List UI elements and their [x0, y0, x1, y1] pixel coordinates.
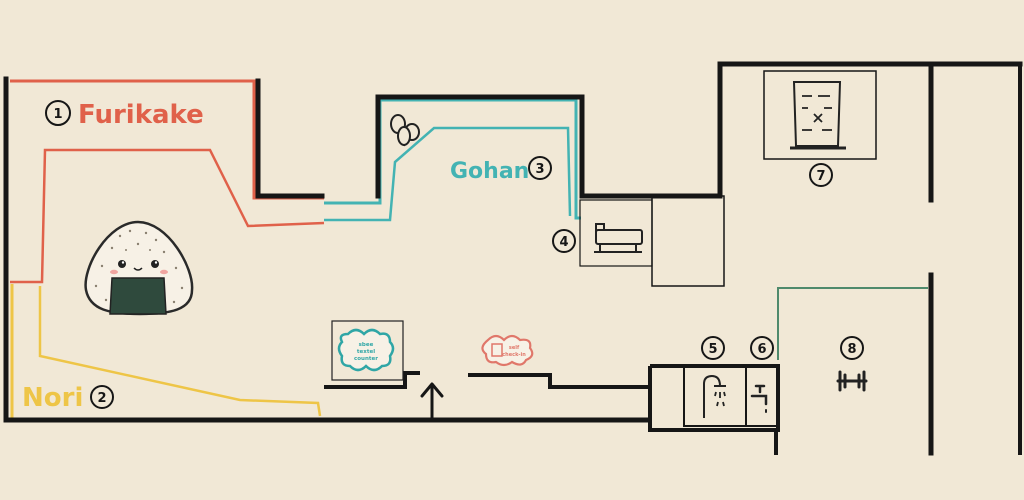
sticker-line: counter	[354, 356, 378, 362]
point-number-badge	[809, 163, 833, 187]
sticker-line: textel	[357, 349, 375, 355]
zone-number: 3	[535, 162, 544, 177]
zone-number-badge	[45, 100, 71, 126]
point-4[interactable]: 4	[552, 229, 576, 253]
point-number-badge	[750, 336, 774, 360]
faucet-icon	[750, 384, 768, 413]
nori-inner-line	[38, 286, 322, 417]
zone-label-nori[interactable]: Nori 2	[22, 383, 114, 413]
point-number-badge	[840, 336, 864, 360]
point-number: 4	[559, 235, 568, 250]
zone-label-gohan[interactable]: Gohan 3	[450, 156, 552, 184]
shower-icon	[703, 374, 726, 418]
entrance-arrow-icon[interactable]	[420, 382, 444, 422]
zone-number: 2	[97, 391, 106, 406]
gohan-wall-line	[324, 98, 581, 220]
zone-name: Nori	[22, 383, 83, 413]
point-6[interactable]: 6	[750, 336, 774, 360]
point-number: 5	[708, 342, 717, 357]
plant-icon	[390, 114, 420, 147]
point-7[interactable]: 7	[809, 163, 833, 187]
point-8[interactable]: 8	[840, 336, 864, 360]
self-checkout-sticker[interactable]: self check-in	[481, 334, 534, 367]
treadmill-icon	[594, 223, 643, 253]
point-number: 6	[757, 342, 766, 357]
gym-zone-line	[777, 287, 928, 360]
inner-partitions	[579, 70, 877, 432]
zone-nori-outline	[10, 284, 322, 418]
point-5[interactable]: 5	[701, 336, 725, 360]
zone-number-badge	[90, 385, 114, 409]
sticker-line: check-in	[502, 352, 526, 358]
service-counter-sticker[interactable]: sbee textel counter	[331, 320, 404, 381]
zone-number: 1	[53, 107, 62, 122]
zone-number-badge	[528, 156, 552, 180]
zone-name: Gohan	[450, 159, 529, 184]
sticker-line: self	[509, 345, 520, 351]
dumbbell-icon	[836, 370, 868, 392]
point-number: 7	[816, 169, 825, 184]
gohan-inner-line	[324, 126, 572, 222]
furikake-wall-line	[10, 79, 324, 200]
sticker-line: sbee	[359, 342, 374, 348]
furikake-inner-line	[10, 148, 325, 284]
zone-label-furikake[interactable]: 1 Furikake	[45, 100, 204, 130]
point-number: 8	[847, 342, 856, 357]
zone-gohan-outline	[324, 98, 581, 222]
onigiri-mascot-icon	[84, 220, 194, 316]
zone-name: Furikake	[78, 100, 204, 130]
climbing-board-icon	[790, 81, 846, 150]
point-number-badge	[552, 229, 576, 253]
point-number-badge	[701, 336, 725, 360]
